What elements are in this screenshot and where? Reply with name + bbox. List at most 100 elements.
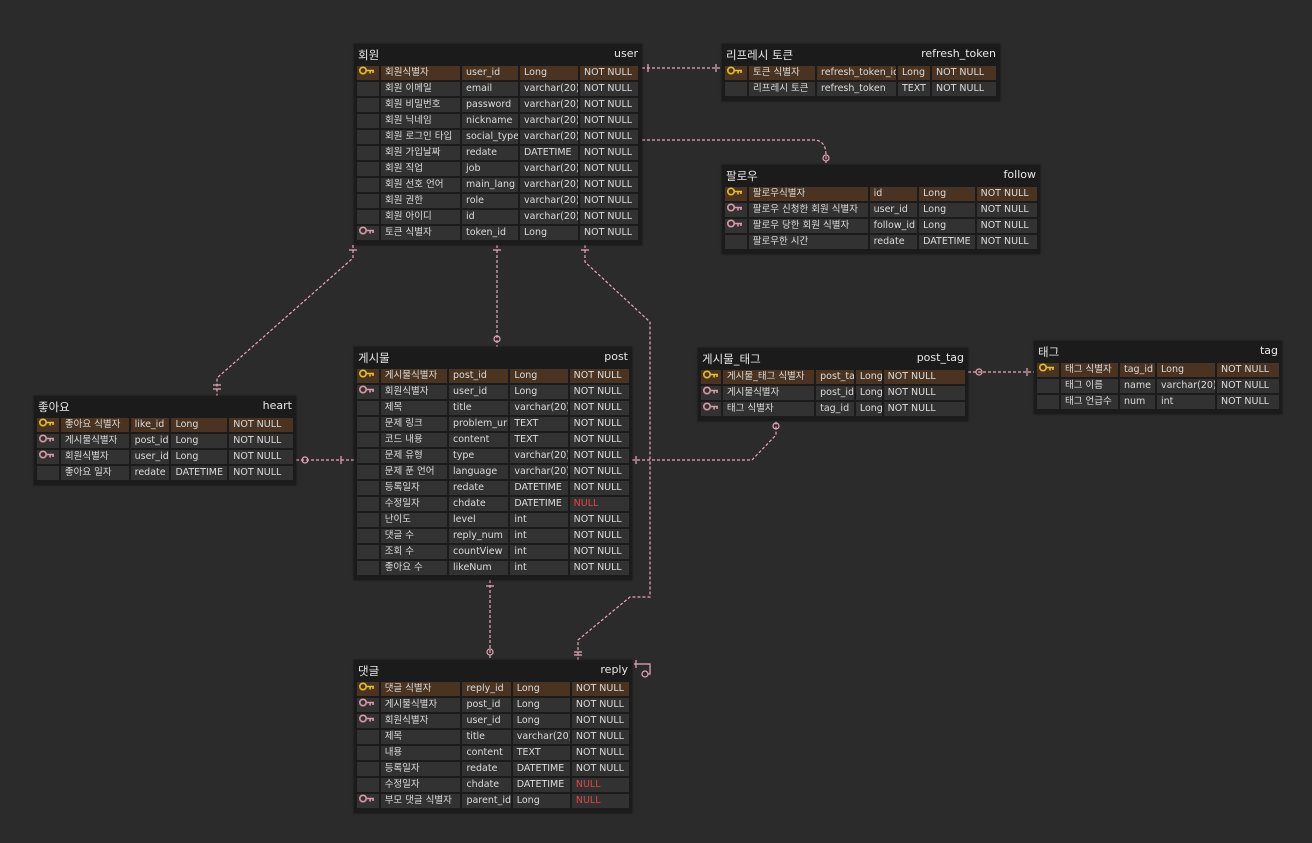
table-header[interactable]: 게시물 post bbox=[354, 347, 632, 369]
key-cell bbox=[725, 203, 747, 217]
table-column-row[interactable]: 팔로우한 시간 redate DATETIME NOT NULL bbox=[725, 235, 1037, 249]
logical-name-cell: 게시물_태그 식별자 bbox=[722, 370, 815, 384]
table-column-row[interactable]: 내용 content TEXT NOT NULL bbox=[357, 746, 630, 760]
many-marker bbox=[772, 422, 780, 430]
table-column-row[interactable]: 등록일자 redate DATETIME NOT NULL bbox=[357, 762, 630, 776]
table-column-row[interactable]: 태그 식별자 tag_id Long NOT NULL bbox=[701, 402, 965, 416]
table-column-row[interactable]: 게시물식별자 post_id Long NOT NULL bbox=[37, 434, 293, 448]
table-column-row[interactable]: 문제 링크 problem_uri TEXT NOT NULL bbox=[357, 417, 629, 431]
logical-name-cell: 태그 이름 bbox=[1061, 379, 1118, 393]
table-column-row[interactable]: 게시물식별자 post_id Long NOT NULL bbox=[357, 369, 629, 383]
logical-name-cell: 회원 아이디 bbox=[381, 210, 460, 224]
table-column-row[interactable]: 회원식별자 user_id Long NOT NULL bbox=[357, 385, 629, 399]
nullable-cell: NOT NULL bbox=[569, 433, 629, 447]
table-column-row[interactable]: 코드 내용 content TEXT NOT NULL bbox=[357, 433, 629, 447]
table-column-row[interactable]: 회원 아이디 id varchar(20) NOT NULL bbox=[357, 210, 639, 224]
nullable-cell: NOT NULL bbox=[229, 418, 293, 432]
table-column-row[interactable]: 좋아요 수 likeNum int NOT NULL bbox=[357, 561, 629, 575]
logical-name-cell: 태그 언급수 bbox=[1061, 395, 1118, 409]
primary-key-icon bbox=[358, 682, 375, 696]
key-cell bbox=[357, 146, 379, 160]
table-post[interactable]: 게시물 post 게시물식별자 post_id Long NOT NULL 회원… bbox=[354, 347, 632, 580]
nullable-cell: NOT NULL bbox=[569, 481, 629, 495]
table-column-row[interactable]: 회원 이메일 email varchar(20) NOT NULL bbox=[357, 82, 639, 96]
table-reply[interactable]: 댓글 reply 댓글 식별자 reply_id Long NOT NULL 게… bbox=[354, 660, 632, 813]
data-type-cell: varchar(20) bbox=[520, 194, 578, 208]
table-user[interactable]: 회원 user 회원식별자 user_id Long NOT NULL 회원 이… bbox=[354, 44, 642, 245]
table-post-tag[interactable]: 게시물_태그 post_tag 게시물_태그 식별자 post_tag_id L… bbox=[698, 348, 968, 421]
key-cell bbox=[357, 385, 379, 399]
table-column-row[interactable]: 회원식별자 user_id Long NOT NULL bbox=[357, 714, 630, 728]
table-column-row[interactable]: 회원 닉네임 nickname varchar(20) NOT NULL bbox=[357, 114, 639, 128]
data-type-cell: varchar(20) bbox=[512, 730, 570, 744]
table-column-row[interactable]: 리프레시 토큰 refresh_token TEXT NOT NULL bbox=[725, 82, 997, 96]
table-column-row[interactable]: 팔로우 신청한 회원 식별자 user_id Long NOT NULL bbox=[725, 203, 1037, 217]
table-column-row[interactable]: 팔로우식별자 id Long NOT NULL bbox=[725, 187, 1037, 201]
data-type-cell: Long bbox=[855, 402, 882, 416]
table-column-row[interactable]: 회원식별자 user_id Long NOT NULL bbox=[37, 450, 293, 464]
table-header[interactable]: 게시물_태그 post_tag bbox=[698, 348, 968, 370]
table-column-row[interactable]: 회원 비밀번호 password varchar(20) NOT NULL bbox=[357, 98, 639, 112]
foreign-key-icon bbox=[726, 219, 743, 233]
table-header[interactable]: 댓글 reply bbox=[354, 660, 632, 682]
table-header[interactable]: 태그 tag bbox=[1034, 341, 1282, 363]
many-marker bbox=[493, 335, 501, 343]
table-column-row[interactable]: 태그 이름 name varchar(20) NOT NULL bbox=[1037, 379, 1279, 393]
table-column-row[interactable]: 수정일자 chdate DATETIME NULL bbox=[357, 497, 629, 511]
table-header[interactable]: 회원 user bbox=[354, 44, 642, 66]
nullable-cell: NOT NULL bbox=[580, 162, 638, 176]
logical-name-cell: 게시물식별자 bbox=[380, 698, 461, 712]
logical-name-cell: 제목 bbox=[380, 401, 447, 415]
table-column-row[interactable]: 제목 title varchar(20) NOT NULL bbox=[357, 401, 629, 415]
key-cell bbox=[357, 513, 379, 527]
table-column-row[interactable]: 등록일자 redate DATETIME NOT NULL bbox=[357, 481, 629, 495]
nullable-cell: NOT NULL bbox=[571, 698, 630, 712]
table-column-row[interactable]: 댓글 식별자 reply_id Long NOT NULL bbox=[357, 682, 630, 696]
data-type-cell: TEXT bbox=[512, 746, 570, 760]
table-column-row[interactable]: 좋아요 일자 redate DATETIME NOT NULL bbox=[37, 466, 293, 480]
table-column-row[interactable]: 댓글 수 reply_num int NOT NULL bbox=[357, 529, 629, 543]
link-user-follow bbox=[642, 139, 827, 163]
table-header[interactable]: 리프레시 토큰 refresh_token bbox=[722, 44, 1000, 66]
table-refresh-token[interactable]: 리프레시 토큰 refresh_token 토큰 식별자 refresh_tok… bbox=[722, 44, 1000, 101]
table-column-row[interactable]: 부모 댓글 식별자 parent_id Long NULL bbox=[357, 794, 630, 808]
table-header[interactable]: 좋아요 heart bbox=[34, 396, 296, 418]
nullable-cell: NULL bbox=[571, 778, 630, 792]
table-column-row[interactable]: 수정일자 chdate DATETIME NULL bbox=[357, 778, 630, 792]
physical-name-cell: email bbox=[462, 82, 518, 96]
table-column-row[interactable]: 토큰 식별자 refresh_token_id Long NOT NULL bbox=[725, 66, 997, 80]
table-column-row[interactable]: 회원식별자 user_id Long NOT NULL bbox=[357, 66, 639, 80]
table-column-row[interactable]: 태그 언급수 num int NOT NULL bbox=[1037, 395, 1279, 409]
table-column-row[interactable]: 좋아요 식별자 like_id Long NOT NULL bbox=[37, 418, 293, 432]
table-column-row[interactable]: 팔로우 당한 회원 식별자 follow_id Long NOT NULL bbox=[725, 219, 1037, 233]
table-tag[interactable]: 태그 tag 태그 식별자 tag_id Long NOT NULL 태그 이름… bbox=[1034, 341, 1282, 414]
table-header[interactable]: 팔로우 follow bbox=[722, 165, 1040, 187]
table-column-row[interactable]: 제목 title varchar(20) NOT NULL bbox=[357, 730, 630, 744]
table-heart[interactable]: 좋아요 heart 좋아요 식별자 like_id Long NOT NULL … bbox=[34, 396, 296, 485]
data-type-cell: varchar(20) bbox=[510, 401, 568, 415]
logical-name-cell: 수정일자 bbox=[380, 497, 447, 511]
table-column-row[interactable]: 게시물_태그 식별자 post_tag_id Long NOT NULL bbox=[701, 370, 965, 384]
table-column-row[interactable]: 토큰 식별자 token_id Long NOT NULL bbox=[357, 226, 639, 240]
many-marker bbox=[641, 670, 649, 678]
nullable-cell: NOT NULL bbox=[580, 98, 638, 112]
table-column-row[interactable]: 회원 권한 role varchar(20) NOT NULL bbox=[357, 194, 639, 208]
table-column-row[interactable]: 회원 선호 언어 main_lang varchar(20) NOT NULL bbox=[357, 178, 639, 192]
table-column-row[interactable]: 게시물식별자 post_id Long NOT NULL bbox=[701, 386, 965, 400]
table-column-row[interactable]: 조회 수 countView int NOT NULL bbox=[357, 545, 629, 559]
table-column-row[interactable]: 게시물식별자 post_id Long NOT NULL bbox=[357, 698, 630, 712]
logical-name-cell: 회원 가입날짜 bbox=[381, 146, 460, 160]
table-column-row[interactable]: 회원 직업 job varchar(20) NOT NULL bbox=[357, 162, 639, 176]
table-column-row[interactable]: 회원 가입날짜 redate DATETIME NOT NULL bbox=[357, 146, 639, 160]
table-column-row[interactable]: 난이도 level int NOT NULL bbox=[357, 513, 629, 527]
table-follow[interactable]: 팔로우 follow 팔로우식별자 id Long NOT NULL 팔로우 신… bbox=[722, 165, 1040, 254]
table-column-row[interactable]: 문제 푼 언어 language varchar(20) NOT NULL bbox=[357, 465, 629, 479]
table-column-row[interactable]: 문제 유형 type varchar(20) NOT NULL bbox=[357, 449, 629, 463]
nullable-cell: NOT NULL bbox=[580, 146, 638, 160]
logical-name-cell: 회원 닉네임 bbox=[381, 114, 460, 128]
table-column-row[interactable]: 회원 로그인 타입 social_type varchar(20) NOT NU… bbox=[357, 130, 639, 144]
key-cell bbox=[357, 114, 379, 128]
nullable-cell: NOT NULL bbox=[569, 545, 629, 559]
table-column-row[interactable]: 태그 식별자 tag_id Long NOT NULL bbox=[1037, 363, 1279, 377]
nullable-cell: NOT NULL bbox=[571, 730, 630, 744]
